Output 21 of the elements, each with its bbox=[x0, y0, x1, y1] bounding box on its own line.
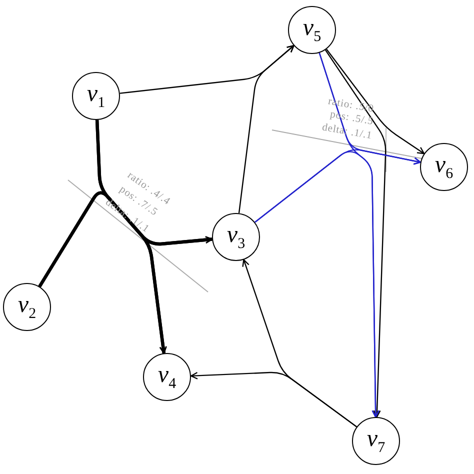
vertex-circle bbox=[143, 353, 191, 401]
arrow bbox=[238, 45, 294, 214]
arrow bbox=[38, 191, 167, 354]
vertex-label: v$_{7}$ bbox=[366, 426, 386, 456]
arrow bbox=[326, 48, 425, 154]
vertex-label: v$_{3}$ bbox=[226, 222, 246, 252]
vertex-circle bbox=[72, 72, 120, 120]
annotation-text: delta: .1/.1 bbox=[321, 123, 373, 142]
vertex-circle bbox=[420, 143, 468, 191]
vertex-circle bbox=[212, 213, 260, 261]
vertex-label: v$_{4}$ bbox=[158, 362, 176, 392]
arrow bbox=[254, 151, 380, 418]
vertex-circle bbox=[3, 283, 51, 331]
vertex-circle bbox=[288, 6, 336, 54]
vertex-label: v$_{6}$ bbox=[434, 152, 454, 182]
arrow bbox=[190, 372, 357, 428]
vertex-label: v$_{5}$ bbox=[302, 16, 322, 44]
vertex-label: v$_{2}$ bbox=[18, 292, 36, 322]
vertex-circle bbox=[352, 417, 400, 465]
vertex-label: v$_{1}$ bbox=[86, 82, 106, 110]
arrow bbox=[324, 50, 386, 418]
